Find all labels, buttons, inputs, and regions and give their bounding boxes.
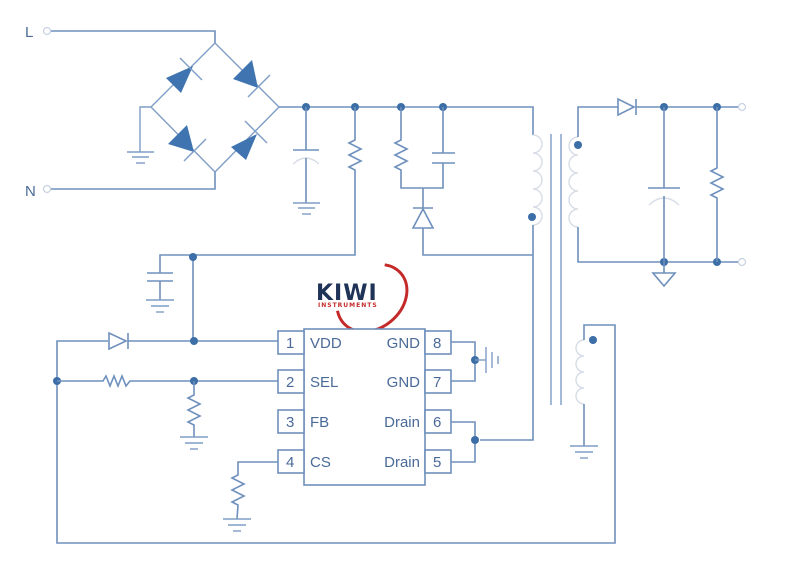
bridge-diode-3 <box>168 125 207 162</box>
cs-resistor <box>223 461 278 532</box>
pin-name: SEL <box>310 374 338 391</box>
aux-diode-triangle <box>108 331 128 351</box>
bridge-ground-wire <box>139 106 151 152</box>
ic-pin-4: 4 CS <box>277 449 331 474</box>
terminal-N <box>42 184 52 194</box>
ic-pin-7: 7 GND <box>387 369 452 394</box>
diode-triangle <box>166 66 193 93</box>
load-resistor <box>709 107 725 262</box>
pin-number: 4 <box>286 454 294 471</box>
ic-pin-8: 8 GND <box>387 330 452 355</box>
ground-icon <box>570 445 598 459</box>
ground-icon <box>293 202 320 215</box>
ic-pin-6: 6 Drain <box>384 409 452 434</box>
label-N: N <box>25 183 36 200</box>
bridge-outline <box>150 42 280 173</box>
ground-icon <box>223 518 251 532</box>
ic-pin-1: 1 VDD <box>277 330 342 355</box>
ic-body <box>303 328 426 486</box>
primary-dot <box>528 213 536 221</box>
logo-tagline: INSTRUMENTS <box>318 302 378 309</box>
transformer <box>480 134 597 441</box>
pin-name: Drain <box>384 454 420 471</box>
diode-bar <box>244 120 268 144</box>
pin-number: 5 <box>433 454 441 471</box>
sel-divider <box>53 373 278 450</box>
node <box>190 337 198 345</box>
pin-name: VDD <box>310 335 342 352</box>
bridge-diode-2 <box>233 60 271 98</box>
snubber-diode-triangle <box>411 207 435 229</box>
secondary-top-wire <box>577 106 618 137</box>
sel-divider-top-resistor <box>57 373 278 389</box>
bridge-rectifier <box>127 42 280 173</box>
pin-number: 3 <box>286 414 294 431</box>
pin-name: FB <box>310 414 329 431</box>
output-terminal-negative <box>737 257 747 267</box>
bridge-diode-1 <box>166 57 203 93</box>
primary-drain-wire <box>480 225 534 441</box>
pin-number: 7 <box>433 374 441 391</box>
diode-triangle <box>168 125 194 152</box>
snubber-diode-wire <box>422 228 533 256</box>
secondary-dot <box>574 141 582 149</box>
pin-name: GND <box>387 335 421 352</box>
vdd-capacitor <box>146 253 197 341</box>
secondary-coil <box>568 136 579 228</box>
snubber-network <box>393 107 533 256</box>
diode-triangle <box>231 134 257 160</box>
node <box>471 436 479 444</box>
ground-icon <box>127 151 154 164</box>
diode-bar <box>183 138 207 162</box>
primary-coil <box>532 134 543 226</box>
auxiliary-coil <box>575 339 585 405</box>
logo-swoosh <box>335 262 409 334</box>
pin-number: 2 <box>286 374 294 391</box>
snubber-resistor <box>393 107 444 189</box>
bulk-capacitor <box>292 107 320 215</box>
output-diode-triangle <box>617 97 636 117</box>
bridge-diode-4 <box>231 120 268 160</box>
pin-number: 6 <box>433 414 441 431</box>
kiwi-instruments-logo: KIWI INSTRUMENTS <box>316 262 409 334</box>
terminal-L <box>42 26 52 36</box>
diode-triangle <box>233 60 258 88</box>
pin-number: 8 <box>433 335 441 352</box>
wire-N <box>51 172 216 190</box>
node <box>189 253 197 261</box>
output-negative-rail <box>577 227 738 263</box>
label-L: L <box>25 24 33 41</box>
input-N: N <box>25 172 216 200</box>
ground-icon <box>475 347 499 373</box>
ic-pin-2: 2 SEL <box>277 369 338 394</box>
wire-L <box>51 30 216 43</box>
ground-icon <box>180 436 208 450</box>
auxiliary-dot <box>589 336 597 344</box>
pin-name: GND <box>387 374 421 391</box>
pin-name: CS <box>310 454 331 471</box>
startup-resistor <box>193 107 363 256</box>
pin-name: Drain <box>384 414 420 431</box>
input-L: L <box>25 24 216 43</box>
ic-pin-3: 3 FB <box>277 409 329 434</box>
ground-icon <box>146 299 174 313</box>
diode-bar <box>247 74 271 98</box>
auxiliary-wiring <box>56 324 616 544</box>
diode-bar <box>179 57 203 81</box>
aux-feedback-loop <box>56 324 616 544</box>
pin-number: 1 <box>286 335 294 352</box>
drain-pins-wire <box>451 421 476 463</box>
sel-divider-bottom-resistor <box>186 381 202 437</box>
dc-bus-wire <box>279 106 534 135</box>
controller-ic: 1 VDD 2 SEL 3 FB 4 CS 8 GND 7 GND <box>277 328 499 486</box>
logo-brand: KIWI <box>316 281 378 306</box>
aux-diode <box>108 331 278 351</box>
ic-pin-5: 5 Drain <box>384 449 452 474</box>
output-stage <box>577 97 747 288</box>
chassis-ground-icon <box>651 272 677 288</box>
output-terminal-positive <box>737 102 747 112</box>
